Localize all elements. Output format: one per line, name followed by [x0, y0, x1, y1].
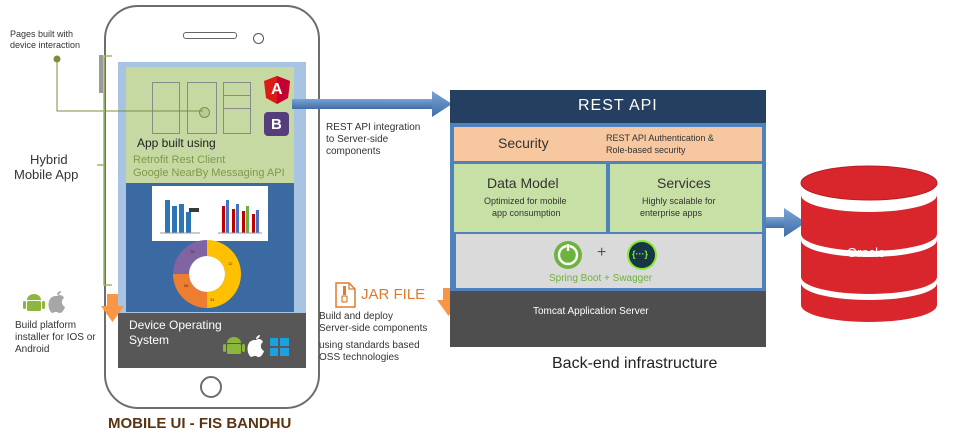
donut-label-3: 56 [184, 283, 189, 288]
wireframe-bar [223, 95, 251, 109]
security-box [454, 127, 762, 161]
jar-line4: OSS technologies [319, 352, 400, 363]
apple-icon [247, 335, 264, 357]
jar-line3: using standards based [319, 340, 420, 351]
tech-retrofit: Retrofit Rest Client [133, 154, 226, 166]
tomcat-label: Tomcat Application Server [533, 306, 649, 317]
bootstrap-letter: B [271, 116, 282, 133]
device-os-line2: System [129, 333, 170, 347]
tech-nearby: Google NearBy Messaging API [133, 167, 285, 179]
data-model-desc-line1: Optimized for mobile [484, 196, 567, 206]
plus-sign: + [597, 244, 607, 261]
spring-swagger-label: Spring Boot + Swagger [549, 273, 653, 284]
services-desc-line2: enterprise apps [640, 208, 703, 218]
hybrid-label-line2: Mobile App [14, 167, 79, 182]
wireframe-page-2 [187, 82, 217, 134]
swagger-glyph: {···} [632, 249, 648, 259]
jar-line2: Server-side components [319, 323, 428, 334]
phone-side-button [99, 55, 103, 93]
build-platform-line1: Build platform [15, 320, 77, 331]
services-box [610, 164, 762, 232]
device-os-line1: Device Operating [129, 318, 222, 332]
callout-pages-line2: device interaction [10, 40, 81, 50]
wireframe-page-1 [152, 82, 180, 134]
android-icon [223, 337, 245, 354]
security-desc-line1: REST API Authentication & [606, 133, 714, 143]
phone-camera [253, 33, 264, 44]
android-small-icon [23, 294, 45, 311]
app-built-using: App built using [137, 136, 216, 150]
services-desc-line1: Highly scalable for [642, 196, 716, 206]
security-desc-line2: Role-based security [606, 145, 686, 155]
data-model-desc-line2: app consumption [492, 208, 561, 218]
donut-label-4: 78 [190, 249, 195, 254]
swagger-icon [627, 240, 657, 270]
spring-swagger-box [456, 234, 762, 288]
phone-speaker [183, 32, 237, 39]
build-platform-line2: installer for IOS or [15, 332, 96, 343]
mini-bar-chart-1 [160, 200, 200, 234]
angular-icon: A [264, 76, 290, 104]
mini-bar-chart-2 [218, 200, 262, 234]
integration-line1: REST API integration [326, 122, 421, 133]
rest-api-header [450, 90, 766, 123]
oracle-label: Oracle [847, 245, 886, 260]
jar-line1: Build and deploy [319, 311, 393, 322]
apple-small-icon [48, 291, 65, 313]
integration-line3: components [326, 146, 381, 157]
wireframe-page-2-hotspot [199, 107, 210, 118]
bootstrap-icon: B [264, 112, 289, 136]
integration-line2: to Server-side [326, 134, 389, 145]
angular-letter: A [271, 81, 283, 98]
backend-caption: Back-end infrastructure [552, 355, 718, 372]
callout-pages-line1: Pages built with [10, 29, 74, 39]
tomcat-box [450, 291, 766, 347]
spring-boot-icon [554, 241, 582, 269]
hybrid-label-line1: Hybrid [30, 152, 68, 167]
data-model-title: Data Model [487, 175, 559, 191]
donut-label-2: 34 [210, 297, 215, 302]
mini-donut-chart [173, 240, 241, 308]
build-arrow-icon [101, 294, 124, 322]
rest-api-title: REST API [578, 97, 658, 114]
mobile-ui-caption: MOBILE UI - FIS BANDHU [108, 415, 292, 432]
phone-home-button [200, 376, 222, 398]
security-title: Security [498, 135, 549, 151]
services-title: Services [657, 175, 711, 191]
windows-icon [270, 338, 289, 356]
donut-label-1: 12 [228, 261, 233, 266]
data-model-box [454, 164, 606, 232]
build-platform-line3: Android [15, 344, 50, 355]
jar-file-label: JAR FILE [361, 286, 426, 303]
